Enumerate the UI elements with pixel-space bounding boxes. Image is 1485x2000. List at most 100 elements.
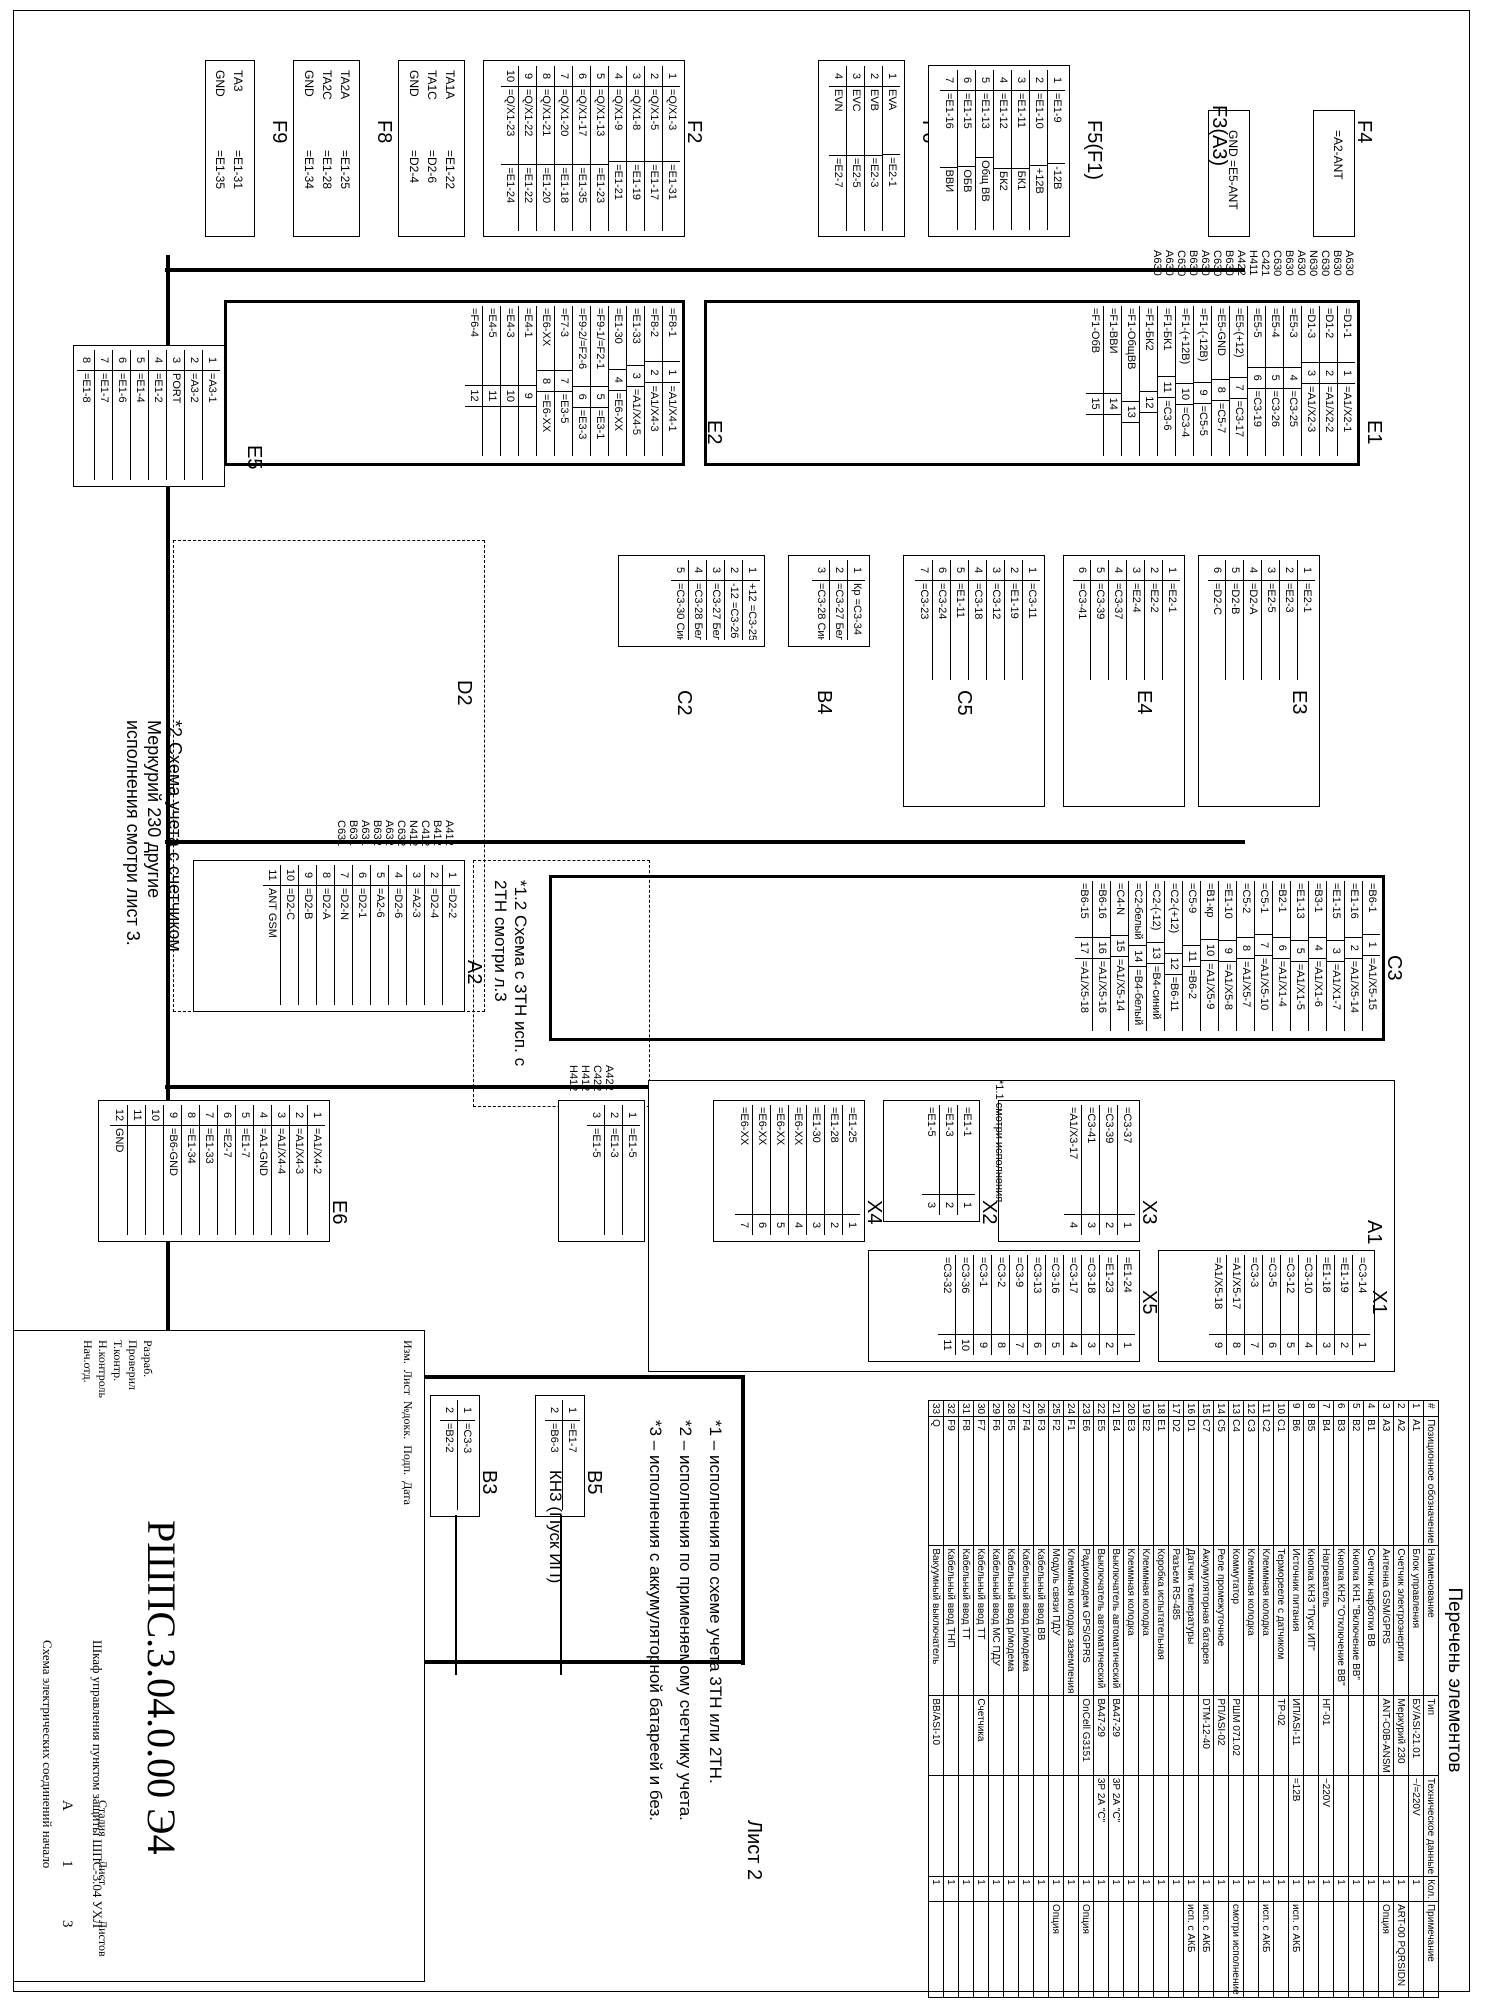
elements-table-header-cell: Позиционное обозначение [1423, 1416, 1439, 1546]
elements-table-cell: Счетчик электроэнергии [1393, 1545, 1409, 1696]
e2-terminal-num: 6 [573, 386, 590, 408]
b5-row: 2=B6-3 [545, 1400, 562, 1510]
c3-terminal-right: =B6-11 [1168, 976, 1180, 1012]
elements-table-cell: B3 [1333, 1416, 1349, 1546]
b4-cell: Кр =C3-34 [851, 583, 863, 635]
f5-cell: =E1-15 [958, 91, 975, 168]
elements-table-cell [1333, 1901, 1349, 1998]
title-block [13, 1330, 425, 1982]
x1-terminal-num: 8 [1230, 1341, 1242, 1349]
elements-table-cell: 8 [1303, 1400, 1319, 1417]
a2-cell: 5 [371, 865, 388, 886]
elements-table-cell: 1 [988, 1876, 1004, 1902]
e1-terminal-num: 8 [1212, 379, 1229, 401]
e6-cell: =E1-33 [203, 1128, 215, 1164]
b5-cell: =E1-7 [566, 1423, 578, 1453]
c5-cell: =C3-23 [918, 583, 930, 620]
f5-cell: 1 [1048, 70, 1065, 91]
elements-table-cell [1408, 1901, 1424, 1998]
elements-table-cell [1303, 1695, 1319, 1776]
f5-cell: ОБВ [961, 169, 973, 193]
x1-terminal-num: 5 [1284, 1341, 1296, 1349]
elements-table-cell: Q [928, 1416, 944, 1546]
e1-terminal-num: 4 [1284, 367, 1301, 389]
f2-cell: =Q/X1-3 [663, 87, 680, 163]
elements-table-cell: НГ-01 [1318, 1695, 1334, 1776]
a2-cell: =D2-1 [356, 888, 368, 919]
elements-table-cell [1018, 1901, 1034, 1998]
bus-label: C631 [335, 820, 347, 847]
f6-cell: 4 [829, 66, 846, 87]
bus-label: H412 [579, 1065, 591, 1092]
elements-table-cell: F4 [1018, 1416, 1034, 1546]
elements-table-cell [943, 1695, 959, 1776]
elements-table-cell: 1 [1318, 1876, 1334, 1902]
c3-terminal-num: 14 [1129, 946, 1146, 968]
a2-cell: 10 [281, 865, 298, 886]
x4-terminal-num: 2 [828, 1221, 840, 1229]
elements-table-cell [1018, 1775, 1034, 1877]
bus-label: C630 [1211, 250, 1223, 277]
elements-table-cell [1363, 1695, 1379, 1776]
e6-cell: =B6-GND [167, 1128, 179, 1176]
e2-terminal-right [519, 407, 536, 456]
x5-terminal-left: =C3-16 [1046, 1255, 1063, 1335]
c3-terminal-num: 5 [1291, 940, 1308, 962]
e5-row: 1=A3-1 [202, 350, 220, 480]
elements-table-cell: 4 [1363, 1400, 1379, 1417]
e1-terminal-num: 15 [1086, 393, 1103, 415]
bus-label: B631 [347, 820, 359, 846]
a2-row: 8=D2-A [316, 865, 334, 1005]
elements-table-cell: 1 [928, 1876, 944, 1902]
a2-cell: =D2-6 [392, 888, 404, 919]
f5-cell: =E1-16 [940, 91, 957, 168]
c3-terminal-num: 7 [1255, 935, 1272, 956]
f6-cell: =E2-5 [850, 157, 862, 188]
f6-cell: 1 [883, 66, 900, 87]
c3-terminal-num: 3 [1327, 940, 1344, 962]
note-2: *2 – исполнения по применяемому счетчику… [676, 1420, 695, 1821]
c5-cell: 3 [987, 560, 1004, 581]
b3-label: B3 [478, 1470, 500, 1495]
f5-cell: 7 [940, 70, 957, 91]
e1-terminal-num: 5 [1266, 367, 1283, 389]
c3-terminal-right: =A1/X5-16 [1096, 960, 1108, 1014]
e3-cell: =E2-5 [1265, 583, 1277, 613]
f5-row: 2=E1-10+12В [1029, 70, 1047, 230]
elements-table-cell [1318, 1901, 1334, 1998]
e6-row: 1=A1/X4-2 [307, 1105, 325, 1235]
elements-table-cell: E5 [1093, 1416, 1109, 1546]
x1-terminal-left: =C3-10 [1299, 1255, 1316, 1335]
f2-cell: 9 [519, 66, 536, 87]
f5-cell: +12В [1033, 167, 1045, 194]
x4-terminal-left: =E1-30 [807, 1105, 824, 1215]
c3-terminal-num: 16 [1093, 937, 1110, 959]
f5-cell: Общ ВВ [979, 160, 991, 202]
elements-table-cell: 19 [1138, 1400, 1154, 1417]
b4-row: 2=C3-27 Бел [829, 560, 847, 640]
c3-terminal-left: =E1-15 [1327, 881, 1344, 941]
b5-cell: 2 [545, 1400, 562, 1421]
e3-cell: 4 [1244, 560, 1261, 581]
bus-label: B630 [1331, 250, 1343, 276]
e3-row: 5=D2-B [1225, 560, 1243, 680]
elements-table-cell: E3 [1123, 1416, 1139, 1546]
f7-row-1b: =E1-22 [443, 150, 457, 190]
f9-row-1: ТА3 [231, 70, 245, 92]
bus-label: C630 [1175, 250, 1187, 277]
c5-row: 6=C3-24 [932, 560, 950, 680]
elements-table-cell [1303, 1775, 1319, 1877]
f2-row: 4=Q/X1-9=E1-21 [608, 66, 626, 231]
x2-terminal-num: 2 [943, 1201, 955, 1209]
